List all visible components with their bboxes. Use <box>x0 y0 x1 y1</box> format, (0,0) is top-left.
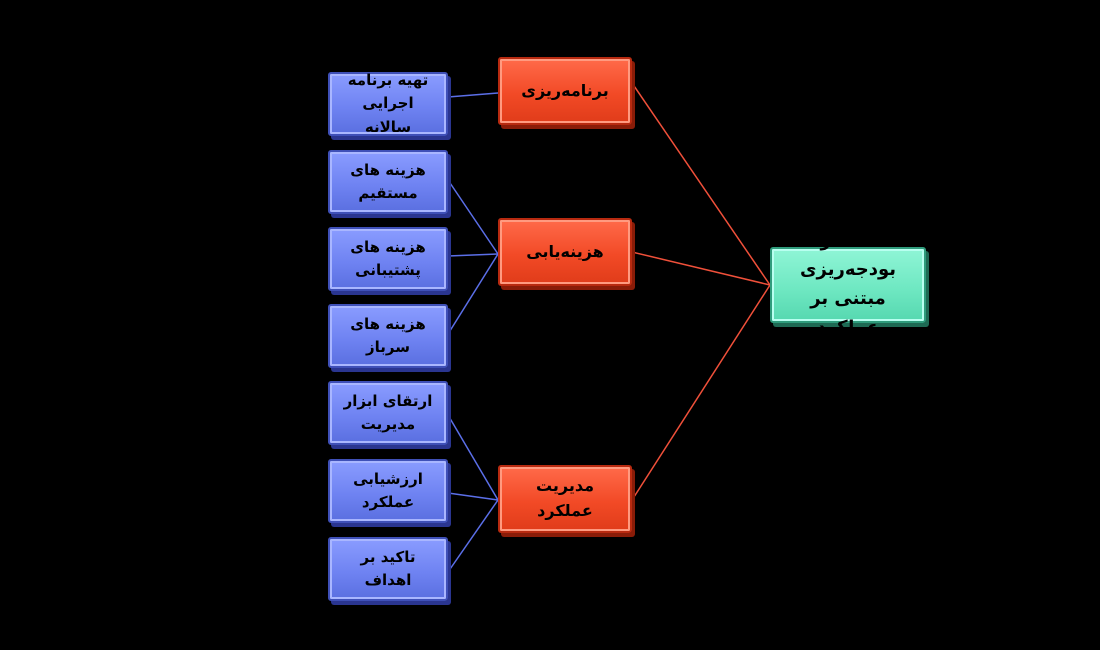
leaf-direct-costs: هزینه های مستقیم <box>328 150 448 214</box>
connector-planning-annual-plan <box>447 92 499 98</box>
leaf-annual-plan: تهیه برنامه اجرایی سالانه <box>328 71 448 136</box>
leaf-support-costs: هزینه های پشتیبانی <box>328 227 448 291</box>
category-performance-management: مدیریت عملکرد <box>498 465 632 533</box>
category-costing: هزینه‌یابی <box>498 218 632 286</box>
leaf-management-tools: ارتقای ابزار مدیریت <box>328 381 448 445</box>
leaf-goal-emphasis: تاکید بر اهداف <box>328 537 448 601</box>
connector-root-performance <box>631 284 771 501</box>
connector-root-planning <box>631 82 771 286</box>
connector-root-costing <box>631 251 771 286</box>
connector-costing-overhead <box>447 253 499 335</box>
leaf-performance-evaluation: ارزشیابی عملکرد <box>328 459 448 523</box>
connector-costing-direct <box>447 179 499 255</box>
root-node: عناصر بودجه‌ریزی مبتنی بر عملکرد <box>770 230 926 338</box>
connector-performance-goals <box>447 499 499 573</box>
connector-costing-support <box>447 253 499 257</box>
connector-performance-tools <box>447 414 499 501</box>
connector-performance-evaluation <box>447 492 499 501</box>
category-planning: برنامه‌ریزی <box>498 57 632 125</box>
leaf-overhead-costs: هزینه های سرباز <box>328 304 448 368</box>
